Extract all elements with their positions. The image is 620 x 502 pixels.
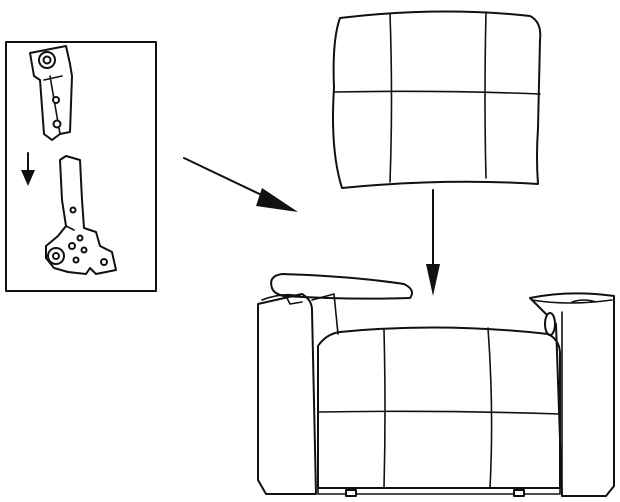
foot-right [513, 489, 525, 497]
armrest-panel [270, 273, 413, 305]
inset-frame [5, 41, 157, 292]
backrest-cushion [332, 10, 542, 189]
foot-left [345, 489, 357, 497]
inset-down-arrow [21, 152, 35, 186]
upper-bracket-icon [29, 45, 73, 141]
backrest-insert-arrow [426, 189, 440, 296]
seat-base [257, 292, 615, 497]
inset-to-chair-arrow [183, 157, 298, 212]
lower-bracket-icon [45, 155, 117, 275]
armrest-socket-icon [544, 312, 556, 336]
detail-inset [5, 41, 157, 292]
